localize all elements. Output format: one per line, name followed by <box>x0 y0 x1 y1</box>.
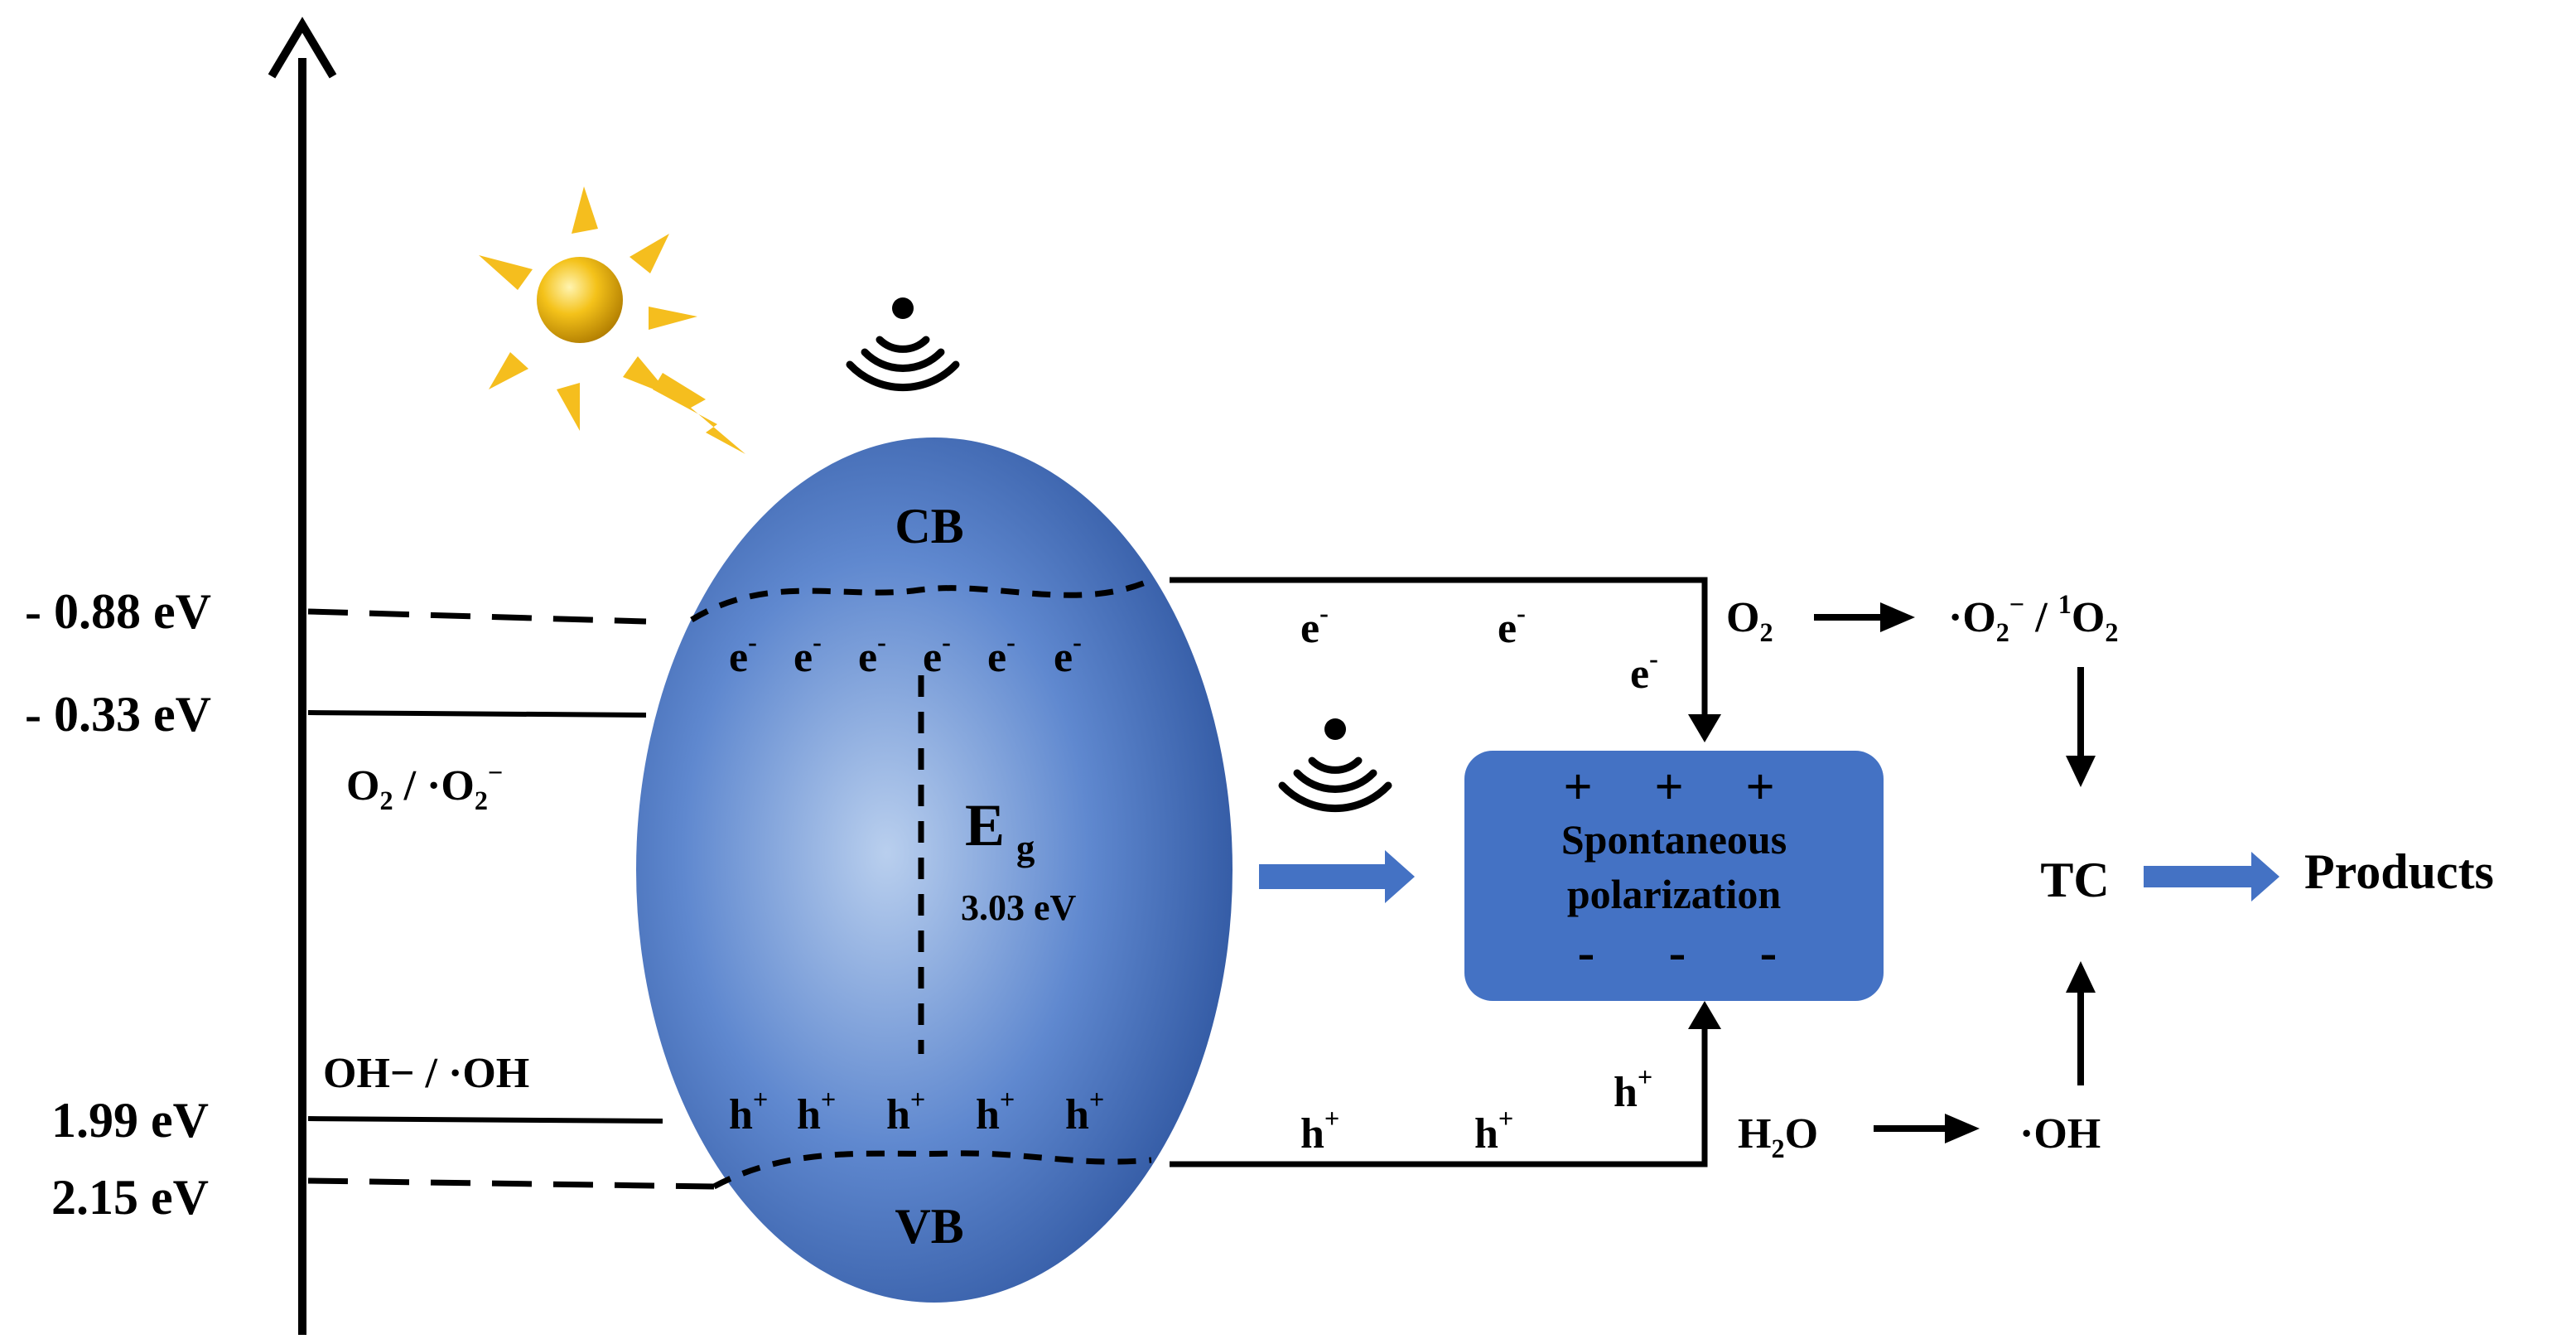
h2o-species-label: H2O <box>1738 1110 1818 1163</box>
hydroxyl-radical-label: ·OH <box>2019 1110 2101 1158</box>
superoxide-to-tc-arrowhead <box>2066 756 2096 787</box>
o2-superoxide-couple-label: O2 / ·O2− <box>346 757 503 815</box>
electron: e- <box>858 627 886 681</box>
cb-edge-energy-label: - 0.88 eV <box>25 584 211 639</box>
tc-label: TC <box>2040 853 2109 907</box>
svg-text:-: - <box>1760 925 1778 981</box>
electron-path-arrowhead <box>1688 714 1721 742</box>
hole: h+ <box>729 1085 768 1138</box>
lightning-icon <box>653 373 745 454</box>
vb-holes: h+ h+ h+ h+ h+ <box>729 1085 1104 1138</box>
polarization-minus-signs: - - - <box>1578 925 1778 981</box>
band-gap-value: 3.03 eV <box>961 887 1077 928</box>
cb-level-dashed-line <box>307 608 647 625</box>
sun-icon <box>479 186 697 431</box>
cb-label: CB <box>895 499 963 553</box>
spontaneous-polarization-box <box>1464 751 1884 1001</box>
products-label: Products <box>2304 844 2494 899</box>
polarization-plus-signs: + + + <box>1563 759 1774 815</box>
svg-text:+: + <box>1563 759 1592 815</box>
transfer-hole-label: h+ <box>1614 1062 1652 1116</box>
tc-to-products-arrow <box>2144 852 2279 902</box>
ultrasound-icon <box>846 297 960 392</box>
ultrasound-icon-secondary <box>1278 718 1392 813</box>
svg-text:+: + <box>1745 759 1774 815</box>
oh-redox-level-line <box>307 1116 663 1124</box>
hole-path-arrowhead <box>1688 1001 1721 1029</box>
transfer-electron-label: e- <box>1300 598 1329 652</box>
electron: e- <box>729 627 757 681</box>
transfer-hole-label: h+ <box>1474 1104 1513 1158</box>
hole: h+ <box>797 1085 836 1138</box>
vb-edge-energy-label: 2.15 eV <box>51 1170 209 1225</box>
svg-text:+: + <box>1654 759 1683 815</box>
transfer-electron-label: e- <box>1498 598 1526 652</box>
vb-band-edge <box>712 1150 1152 1190</box>
electron-transfer-path <box>1170 577 1708 723</box>
h2o-to-hydroxyl-arrowhead <box>1945 1114 1980 1143</box>
vb-label: VB <box>895 1199 963 1254</box>
hole: h+ <box>886 1085 925 1138</box>
electron: e- <box>794 627 822 681</box>
energy-axis-arrowhead <box>268 17 337 79</box>
svg-text:-: - <box>1669 925 1686 981</box>
o2-species-label: O2 <box>1726 594 1773 647</box>
semiconductor-particle <box>636 437 1233 1303</box>
hole: h+ <box>976 1085 1015 1138</box>
polarization-line1: Spontaneous <box>1561 816 1787 863</box>
superoxide-singlet-oxygen-label: ·O2− / 1O2 <box>1948 589 2118 647</box>
hydroxyl-to-tc-arrowhead <box>2066 961 2096 993</box>
o2-redox-energy-label: - 0.33 eV <box>25 687 211 742</box>
o2-to-superoxide-arrowhead <box>1880 602 1915 632</box>
svg-text:-: - <box>1578 925 1595 981</box>
transfer-electron-label: e- <box>1630 644 1658 698</box>
transfer-hole-label: h+ <box>1300 1104 1339 1158</box>
to-polarization-arrow <box>1259 850 1415 903</box>
hole-transfer-path <box>1170 1021 1708 1167</box>
electron: e- <box>987 627 1015 681</box>
o2-redox-level-line <box>307 710 647 718</box>
polarization-line2: polarization <box>1567 871 1782 917</box>
cb-band-edge <box>690 577 1153 622</box>
cb-electrons: e- e- e- e- e- e- <box>729 627 1082 681</box>
vb-level-dashed-line <box>307 1177 715 1190</box>
oh-hydroxyl-couple-label: OH− / ·OH <box>323 1050 529 1097</box>
oh-redox-energy-label: 1.99 eV <box>51 1093 209 1148</box>
electron: e- <box>923 627 951 681</box>
electron: e- <box>1054 627 1082 681</box>
hole: h+ <box>1065 1085 1104 1138</box>
